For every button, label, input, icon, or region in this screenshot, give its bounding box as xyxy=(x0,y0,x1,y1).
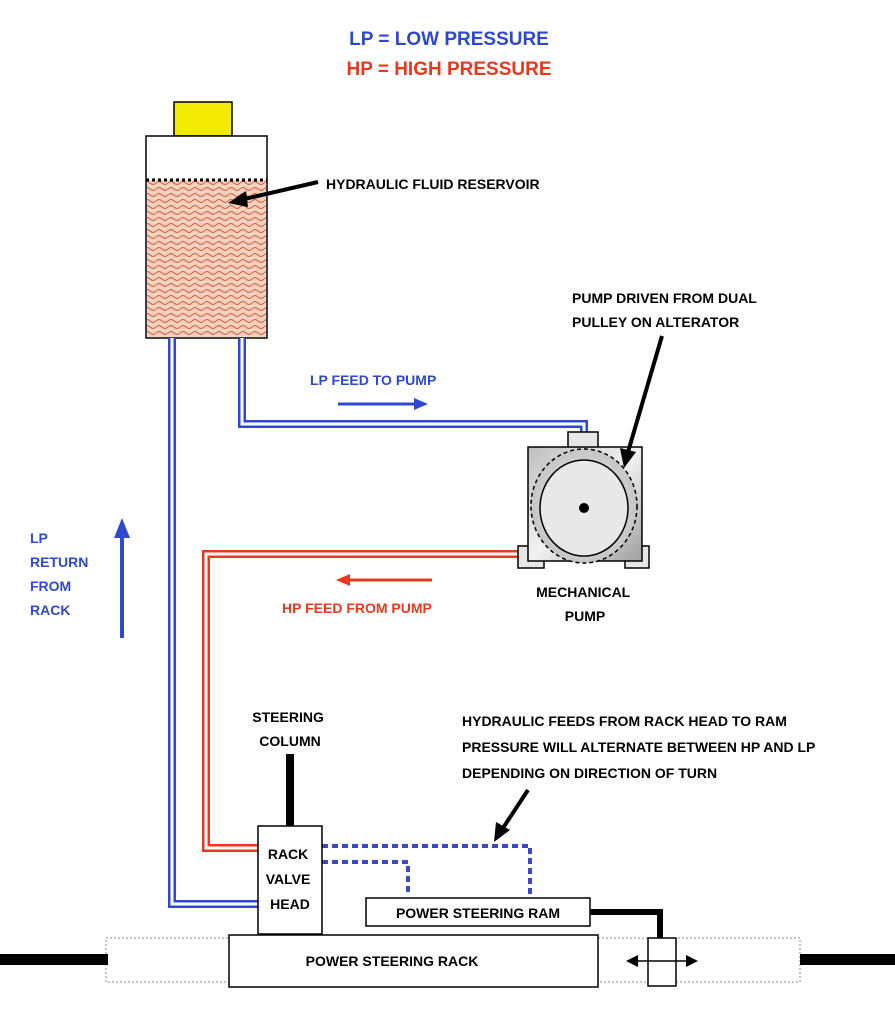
hydraulic-feeds-line-2: PRESSURE WILL ALTERNATE BETWEEN HP AND L… xyxy=(462,739,815,755)
reservoir-label: HYDRAULIC FLUID RESERVOIR xyxy=(326,176,540,192)
rack-valve-head-line-1: RACK xyxy=(268,846,308,862)
pump-driven-line-1: PUMP DRIVEN FROM DUAL xyxy=(572,290,757,306)
lp-feed-line xyxy=(238,338,588,432)
hydraulic-feeds-label: HYDRAULIC FEEDS FROM RACK HEAD TO RAM PR… xyxy=(462,713,819,781)
pump-shaft xyxy=(579,503,589,513)
lp-feed-arrow xyxy=(338,398,428,410)
legend-hp: HP = HIGH PRESSURE xyxy=(346,59,551,80)
reservoir-pointer-arrow xyxy=(228,180,319,207)
lp-return-label: LP RETURN FROM RACK xyxy=(30,530,92,618)
steering-column-shaft xyxy=(286,754,294,826)
ram-rack-clamp xyxy=(647,937,677,987)
ram-feed-lines xyxy=(322,844,532,894)
mechanical-pump xyxy=(517,431,650,569)
ram-piston-rod xyxy=(590,909,663,938)
reservoir-cap xyxy=(173,101,233,137)
legend-lp: LP = LOW PRESSURE xyxy=(349,29,549,50)
mechanical-pump-label: MECHANICAL PUMP xyxy=(536,584,634,624)
hp-feed-arrow xyxy=(336,574,432,586)
power-steering-ram-label: POWER STEERING RAM xyxy=(396,905,560,921)
left-gaiter xyxy=(105,937,231,983)
lp-return-line-1: LP xyxy=(30,530,48,546)
pump-driven-label: PUMP DRIVEN FROM DUAL PULLEY ON ALTERATO… xyxy=(572,290,761,330)
hydraulic-fluid-reservoir xyxy=(145,101,268,339)
hydraulic-feeds-line-1: HYDRAULIC FEEDS FROM RACK HEAD TO RAM xyxy=(462,713,787,729)
power-steering-rack xyxy=(228,934,599,988)
rack-valve-head-line-2: VALVE xyxy=(266,871,311,887)
lp-return-line xyxy=(168,338,258,908)
mechanical-pump-line-2: PUMP xyxy=(565,608,605,624)
lp-feed-label: LP FEED TO PUMP xyxy=(310,372,436,388)
hydraulic-feeds-line-3: DEPENDING ON DIRECTION OF TURN xyxy=(462,765,717,781)
rack-valve-head-label: RACK VALVE HEAD xyxy=(266,846,315,912)
steering-column-line-2: COLUMN xyxy=(259,733,320,749)
left-tie-rod xyxy=(0,954,108,965)
hp-feed-label: HP FEED FROM PUMP xyxy=(282,600,432,616)
ram-feed-pointer-arrow xyxy=(494,788,530,842)
bidirectional-movement-arrow xyxy=(626,955,698,967)
right-tie-rod xyxy=(800,954,895,965)
rack-valve-head xyxy=(257,825,323,935)
lp-return-line-4: RACK xyxy=(30,602,70,618)
hp-feed-line xyxy=(202,550,518,852)
pump-pointer-arrow xyxy=(620,335,664,468)
mechanical-pump-line-1: MECHANICAL xyxy=(536,584,631,600)
steering-column-line-1: STEERING xyxy=(252,709,324,725)
pump-driven-line-2: PULLEY ON ALTERATOR xyxy=(572,314,739,330)
power-steering-rack-label: POWER STEERING RACK xyxy=(306,953,479,969)
rack-valve-head-line-3: HEAD xyxy=(270,896,310,912)
pump-inlet-port xyxy=(567,431,599,449)
power-steering-ram xyxy=(365,897,591,927)
lp-return-line-2: RETURN xyxy=(30,554,88,570)
lp-return-line-3: FROM xyxy=(30,578,71,594)
lp-return-arrow xyxy=(114,518,130,638)
steering-column-label: STEERING COLUMN xyxy=(252,709,327,749)
reservoir-fluid xyxy=(147,180,266,337)
